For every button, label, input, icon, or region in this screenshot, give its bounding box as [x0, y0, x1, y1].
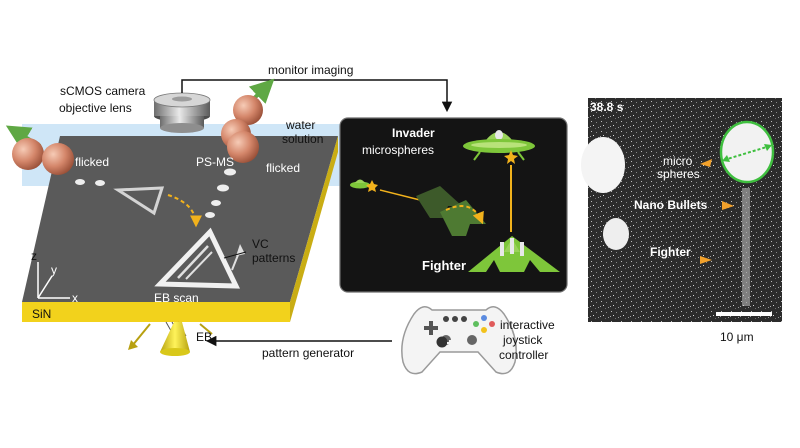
controller-label-line2: joystick: [502, 333, 543, 347]
water-label-line2: solution: [282, 132, 323, 146]
camera-objective: [153, 92, 211, 133]
timestamp: 38.8 s: [590, 100, 624, 114]
sin-layer-front: [22, 302, 290, 322]
micro-fighter-label: Fighter: [650, 245, 691, 259]
substrate-top: [22, 136, 338, 302]
axis-x-label: x: [72, 291, 78, 305]
nano-bullets-pointer: [722, 201, 734, 210]
star-burst-top: [504, 150, 518, 164]
sin-label: SiN: [32, 307, 51, 321]
nano-bullets-track: [742, 188, 750, 306]
electron-beam: [128, 321, 213, 356]
camera-label: sCMOS camera: [60, 84, 146, 98]
vc-label-line1: VC: [252, 237, 269, 251]
star-burst-left: [366, 180, 378, 192]
pattern-generator-label: pattern generator: [262, 346, 354, 360]
controller-label-line1: interactive: [500, 318, 555, 332]
joystick-controller-icon: [401, 306, 517, 375]
invader-label-line1: Invader: [392, 126, 435, 140]
fighter-shot-horizontal: [379, 189, 421, 201]
controller-label-line3: controller: [499, 348, 548, 362]
captured-microsphere: [721, 122, 773, 182]
setup-illustration: SiN z y x sCMOS camera objective lens mo…: [5, 63, 453, 360]
microsphere-ring: [719, 120, 775, 184]
axis-triad: z y x: [31, 249, 78, 305]
water-label-line1: water: [285, 118, 315, 132]
fighter-ship-icon: [468, 236, 560, 272]
microsphere-pair-right: [221, 78, 275, 163]
fighter-label: Fighter: [422, 258, 466, 273]
microsphere-pair-left: [5, 125, 74, 175]
vc-pattern-outline: [113, 186, 165, 216]
monitor-imaging-arrow: [181, 79, 453, 113]
small-invader-icon: [350, 179, 370, 189]
sin-layer-side: [290, 136, 338, 322]
ps-ms-label: PS-MS: [196, 155, 234, 169]
fighter-ghost-trail: [416, 186, 486, 236]
micrograph-panel: 38.8 s micro spheres Nano Bullets Fighte…: [581, 98, 782, 322]
sphere-trail-dots: [75, 168, 236, 218]
invader-label-line2: microspheres: [362, 143, 434, 157]
diameter-arrow: [723, 145, 771, 161]
monitor-imaging-label: monitor imaging: [268, 63, 353, 77]
objective-label: objective lens: [59, 101, 132, 115]
ufo-invader-icon: [463, 130, 535, 161]
micro-label-line2: spheres: [657, 167, 700, 181]
bright-region-left: [581, 137, 625, 193]
bright-region-lower: [603, 218, 629, 250]
eb-label: EB: [196, 330, 212, 344]
axis-z-label: z: [31, 249, 37, 263]
flicked-left-label: flicked: [75, 155, 109, 169]
micro-label-line1: micro: [663, 154, 693, 168]
eb-scan-label: EB scan: [154, 291, 199, 305]
nano-bullets-label: Nano Bullets: [634, 198, 708, 212]
pattern-motion-arrow: [167, 194, 202, 228]
fighter-pointer: [700, 256, 712, 264]
axis-y-label: y: [51, 263, 57, 277]
game-panel: Invader microspheres: [339, 117, 568, 293]
vc-label-line2: patterns: [252, 251, 295, 265]
micro-pointer: [700, 159, 712, 167]
scale-bar: [716, 312, 772, 316]
fighter-dashed-path: [445, 205, 484, 225]
flicked-right-label: flicked: [266, 161, 300, 175]
scale-label: 10 μm: [720, 330, 754, 344]
